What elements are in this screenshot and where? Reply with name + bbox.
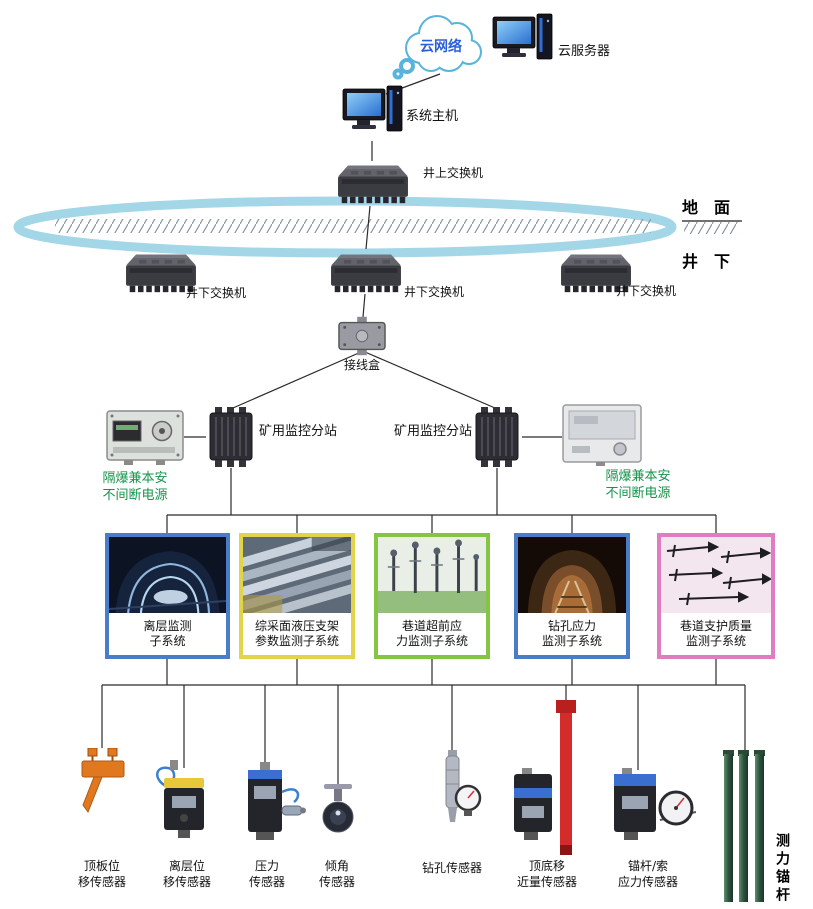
sensor-convergence-label: 顶底移 近量传感器: [516, 859, 578, 889]
subsystem-2-label: 综采面液压支架 参数监测子系统: [254, 619, 339, 648]
ups-left-label-line2: 不间断电源: [102, 488, 168, 503]
sensor-bolt-stress-label: 锚杆/索 应力传感器: [617, 859, 679, 889]
subsystem-1-photo: [109, 537, 226, 613]
sensor-bolt-stress: [612, 768, 697, 846]
junction-box: [338, 316, 386, 360]
monitoring-substation-right: [472, 406, 522, 472]
substation-icon: [472, 406, 522, 468]
cloud-network: 云网络: [391, 10, 495, 80]
subsystem-3-photo: [378, 537, 486, 613]
ground-label: 地 面: [682, 198, 731, 217]
ups-right: [562, 404, 642, 470]
subsystem-5-label: 巷道支护质量 监测子系统: [679, 619, 752, 648]
underground-switch-1-label: 井下交换机: [186, 286, 247, 300]
sensor-pressure-label: 压力 传感器: [248, 859, 286, 889]
substation-icon: [206, 406, 256, 468]
ups-right-label-line1: 隔爆兼本安: [605, 469, 671, 484]
ups-left-label-line1: 隔爆兼本安: [102, 471, 168, 486]
sensor-roof-displacement: [80, 747, 128, 824]
server-computer-icon: [492, 12, 554, 70]
subsystem-1: 离层监测 子系统: [105, 533, 230, 659]
underground-label: 井 下: [682, 252, 731, 271]
sensor-separation-displacement: [152, 760, 216, 850]
underground-switch-2-label: 井下交换机: [404, 285, 465, 299]
substation-left-label: 矿用监控分站: [259, 424, 338, 439]
subsystem-5-photo: [661, 537, 771, 613]
network-switch-icon: [327, 248, 405, 294]
system-host-label: 系统主机: [406, 109, 459, 124]
monitoring-substation-left: [206, 406, 256, 472]
host-computer-icon: [342, 84, 404, 142]
sensor-borehole: [426, 750, 482, 836]
sensor-tilt: [318, 784, 358, 840]
borehole-sensor-icon: [445, 750, 482, 822]
sensor-roof-displacement-label: 顶板位 移传感器: [77, 859, 127, 889]
subsystem-2: 综采面液压支架 参数监测子系统: [239, 533, 355, 659]
substation-right-label: 矿用监控分站: [394, 424, 473, 439]
cloud-server: [492, 12, 554, 74]
roof-displacement-sensor-icon: [81, 747, 125, 814]
separation-displacement-sensor-icon: [156, 760, 204, 838]
ups-left: [106, 408, 184, 470]
force-bolt-rods-icon: [723, 750, 765, 902]
surface-switch-label: 井上交换机: [423, 166, 484, 180]
sensor-force-bolts: [722, 750, 768, 909]
sensor-tilt-label: 倾角 传感器: [318, 859, 356, 889]
subsystem-3-label: 巷道超前应 力监测子系统: [395, 619, 468, 648]
sensor-borehole-label: 钻孔传感器: [421, 861, 483, 875]
sensor-convergence-pole: [554, 700, 578, 864]
red-measuring-pole-icon: [556, 700, 576, 855]
ups-left-label: 隔爆兼本安 不间断电源: [102, 470, 167, 504]
bolt-stress-sensor-icon: [614, 768, 697, 840]
subsystem-4-label: 钻孔应力 监测子系统: [541, 619, 602, 648]
system-host: [342, 84, 404, 146]
ups-right-label: 隔爆兼本安 不间断电源: [605, 468, 670, 502]
subsystem-4-photo: [518, 537, 626, 613]
power-supply-icon: [106, 408, 184, 466]
sensor-separation-displacement-label: 离层位 移传感器: [162, 859, 212, 889]
underground-switch-2: [327, 248, 405, 298]
ups-right-label-line2: 不间断电源: [605, 486, 671, 501]
surface-switch: [334, 159, 412, 209]
subsystem-4: 钻孔应力 监测子系统: [514, 533, 630, 659]
pressure-sensor-icon: [248, 762, 306, 840]
sensor-convergence-device: [510, 768, 556, 846]
power-supply-icon: [562, 404, 642, 466]
convergence-sensor-icon: [514, 768, 552, 840]
tilt-sensor-icon: [322, 784, 354, 833]
ground-hatch-right: [684, 222, 738, 234]
subsystem-5: 巷道支护质量 监测子系统: [657, 533, 775, 659]
ground-hatch-band: [55, 219, 651, 233]
junction-box-label: 接线盒: [343, 358, 381, 372]
cloud-network-label: 云网络: [420, 39, 462, 55]
cloud-server-label: 云服务器: [558, 44, 611, 59]
sensor-force-bolts-label: 测力锚杆: [774, 833, 790, 905]
network-switch-icon: [334, 159, 412, 205]
junction-box-icon: [338, 316, 386, 356]
subsystem-1-label: 离层监测 子系统: [143, 619, 192, 648]
underground-switch-3-label: 井下交换机: [616, 284, 677, 298]
sensor-pressure: [240, 762, 306, 850]
subsystem-3: 巷道超前应 力监测子系统: [374, 533, 490, 659]
subsystem-2-photo: [243, 537, 351, 613]
cloud-icon: [392, 15, 482, 80]
